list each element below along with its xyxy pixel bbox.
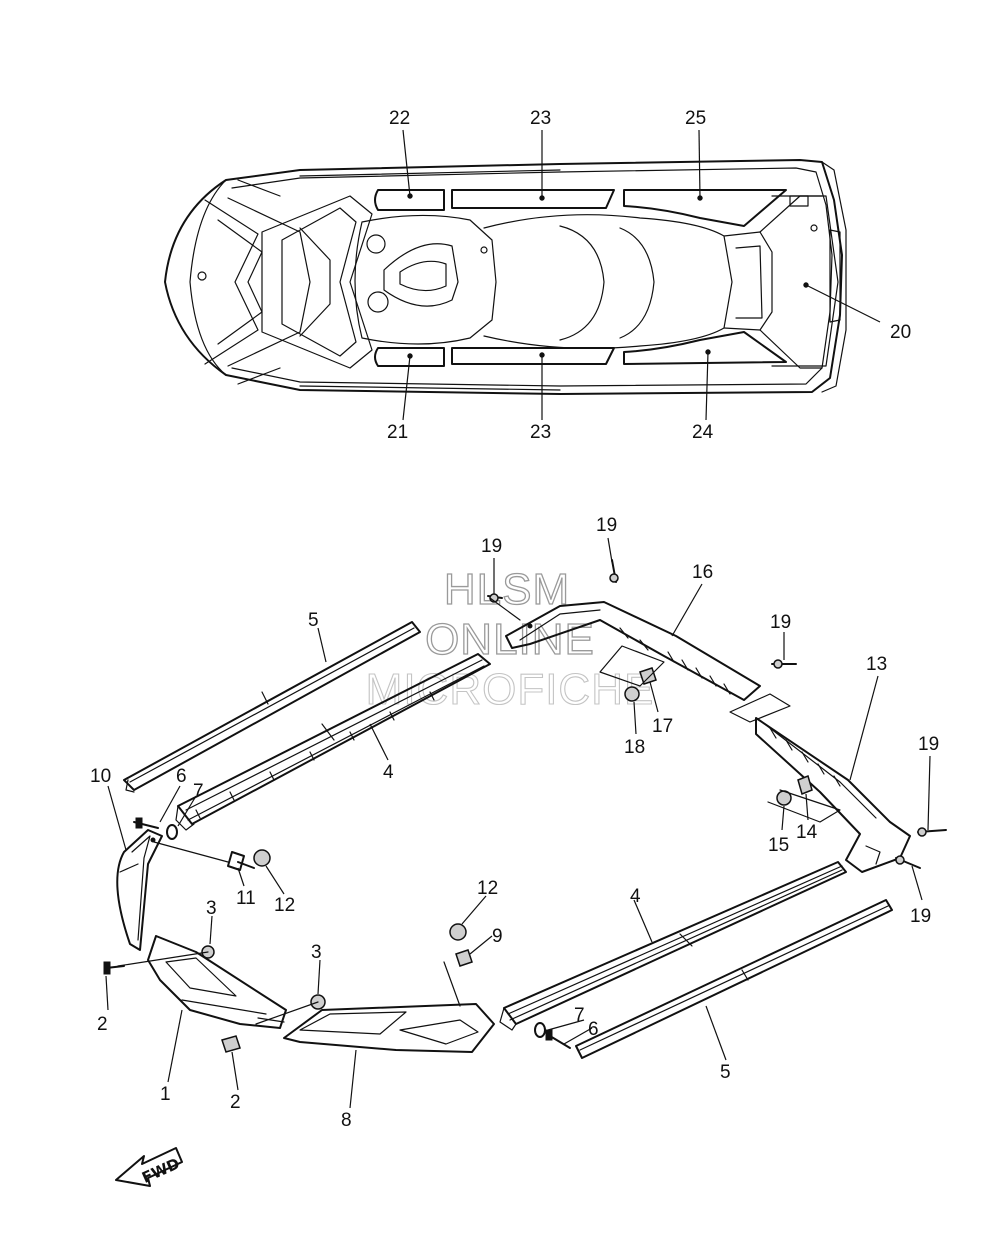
mat-24 bbox=[623, 331, 787, 365]
callout-10: 10 bbox=[90, 766, 111, 787]
callout-12-mid: 12 bbox=[477, 878, 498, 899]
top-leader-lines bbox=[402, 129, 881, 421]
forward-arrow-icon: FWD bbox=[115, 1147, 183, 1187]
callout-25: 25 bbox=[685, 108, 706, 129]
watermark-line-1: HLSM bbox=[444, 565, 570, 614]
callout-2-left: 2 bbox=[97, 1014, 108, 1035]
callout-1: 1 bbox=[160, 1084, 171, 1105]
part-5-left-rail bbox=[123, 621, 421, 793]
callout-14: 14 bbox=[796, 822, 818, 843]
part-4-right-rail bbox=[499, 861, 847, 1031]
callout-4-left: 4 bbox=[383, 762, 394, 783]
callout-19-e: 19 bbox=[910, 906, 931, 927]
part-8-side-plate bbox=[283, 1003, 495, 1053]
callout-16: 16 bbox=[692, 562, 713, 583]
mat-25 bbox=[623, 189, 787, 227]
watermark-line-2: ONLINE bbox=[425, 615, 595, 664]
hardware bbox=[103, 559, 947, 1053]
mat-20-rear-deck bbox=[771, 195, 839, 367]
callout-6-left: 6 bbox=[176, 766, 187, 787]
callout-17: 17 bbox=[652, 716, 673, 737]
callout-19-d: 19 bbox=[918, 734, 939, 755]
mat-21 bbox=[374, 347, 445, 367]
watercraft-top-view bbox=[164, 159, 847, 395]
callout-24: 24 bbox=[692, 422, 714, 443]
callout-6-right: 6 bbox=[588, 1019, 599, 1040]
mat-23-upper bbox=[451, 189, 615, 209]
part-10-side-cover bbox=[116, 829, 163, 951]
watermark: HLSM ONLINE MICROFICHE bbox=[365, 564, 654, 714]
callout-5-right: 5 bbox=[720, 1062, 731, 1083]
callout-9: 9 bbox=[492, 926, 503, 947]
callout-7-right: 7 bbox=[574, 1005, 585, 1026]
callout-19-c: 19 bbox=[770, 612, 791, 633]
exploded-leader-lines bbox=[105, 537, 931, 1109]
callout-7-left: 7 bbox=[193, 781, 204, 802]
part-4-left-rail bbox=[175, 653, 491, 831]
callout-2-mid: 2 bbox=[230, 1092, 241, 1113]
callout-19-b: 19 bbox=[596, 515, 617, 536]
mat-23-lower bbox=[451, 347, 615, 365]
part-13-rear-cover bbox=[755, 717, 911, 873]
callout-20: 20 bbox=[890, 322, 911, 343]
forward-arrow-label: FWD bbox=[139, 1154, 182, 1186]
part-1-bow-cover bbox=[147, 935, 287, 1029]
callout-18: 18 bbox=[624, 737, 645, 758]
callout-8: 8 bbox=[341, 1110, 352, 1131]
callout-23-bottom: 23 bbox=[530, 422, 551, 443]
part-5-right-rail bbox=[575, 899, 893, 1059]
callout-22: 22 bbox=[389, 108, 410, 129]
callout-labels: 22 23 25 20 21 23 24 19 19 16 19 17 18 1… bbox=[90, 108, 939, 1131]
callout-23-top: 23 bbox=[530, 108, 551, 129]
callout-5-left: 5 bbox=[308, 610, 319, 631]
callout-12-left: 12 bbox=[274, 895, 295, 916]
callout-19-a: 19 bbox=[481, 536, 502, 557]
callout-3-left: 3 bbox=[206, 898, 217, 919]
callout-11: 11 bbox=[236, 888, 256, 909]
part-16-rear-cover bbox=[505, 601, 761, 701]
callout-21: 21 bbox=[387, 422, 408, 443]
callout-15: 15 bbox=[768, 835, 789, 856]
callout-13: 13 bbox=[866, 654, 887, 675]
callout-4-right: 4 bbox=[630, 886, 641, 907]
mat-22 bbox=[374, 189, 445, 211]
assembly-lines bbox=[117, 597, 841, 1025]
callout-3-mid: 3 bbox=[311, 942, 322, 963]
